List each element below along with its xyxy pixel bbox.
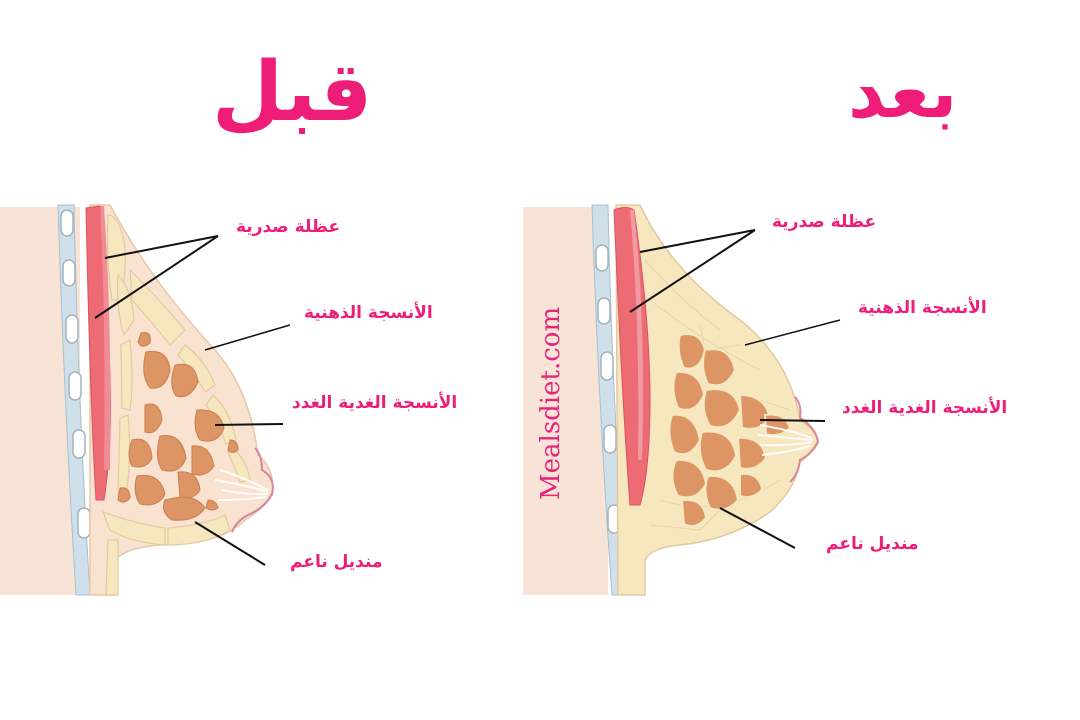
watermark-text: Mealsdiet.com <box>536 306 566 500</box>
before-label-fatty-tissue: الأنسجة الذهنية <box>304 303 433 323</box>
title-after: بعد <box>848 50 959 134</box>
before-label-soft-tissue: منديل ناعم <box>290 552 383 572</box>
after-label-fatty-tissue: الأنسجة الذهنية <box>858 298 987 318</box>
before-diagram <box>0 204 291 596</box>
after-label-glandular-tissue: الأنسجة الغدية الغدد <box>842 398 1008 418</box>
before-label-glandular-tissue: الأنسجة الغدية الغدد <box>292 393 458 413</box>
after-label-soft-tissue: منديل ناعم <box>826 534 919 554</box>
after-diagram <box>523 204 841 596</box>
after-label-pectoral-muscle: عظلة صدرية <box>772 212 877 232</box>
before-label-pectoral-muscle: عظلة صدرية <box>236 217 341 237</box>
title-before: قبل <box>212 45 374 140</box>
